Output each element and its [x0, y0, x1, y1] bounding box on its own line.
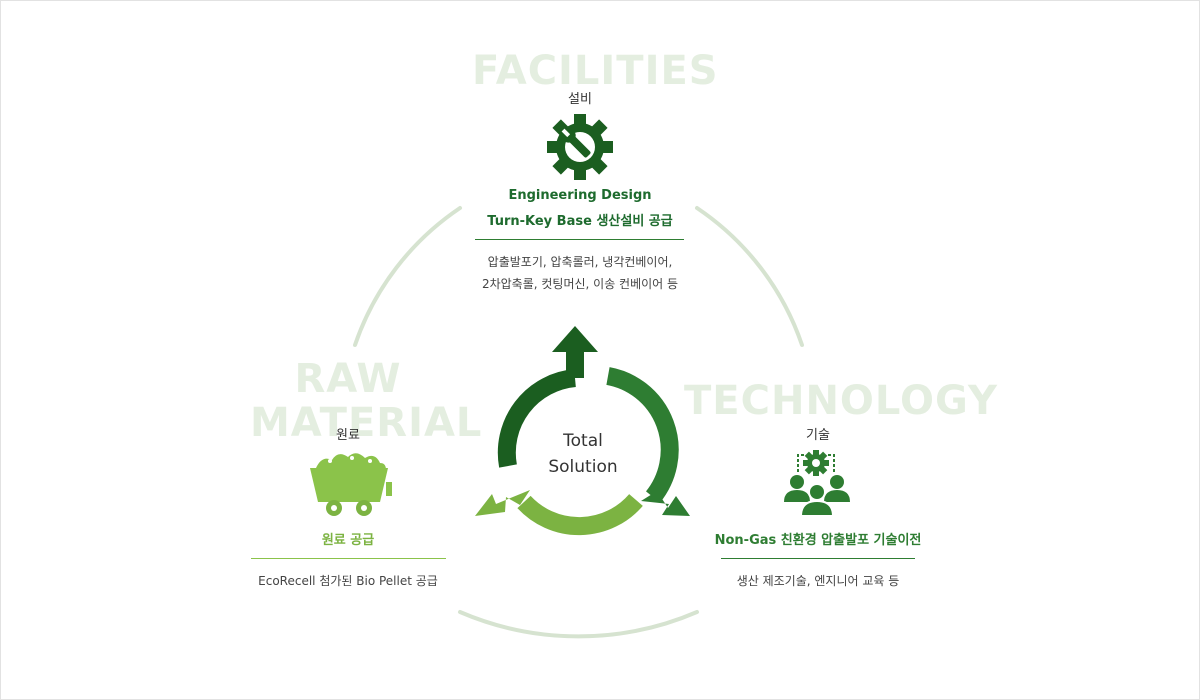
technology-title: Non-Gas 친환경 압출발포 기술이전 — [714, 533, 922, 548]
cycle-arc-dark — [497, 369, 577, 468]
center-title-line2: Solution — [548, 457, 618, 477]
facilities-desc-line2: 2차압축롤, 컷팅머신, 이송 컨베이어 등 — [481, 277, 679, 291]
cycle-arrow-right — [641, 491, 690, 516]
facilities-divider — [475, 239, 684, 240]
facilities-label: 설비 — [568, 92, 592, 107]
raw-material-desc: EcoRecell 첨가된 Bio Pellet 공급 — [258, 574, 438, 588]
outer-ring-top-left — [353, 206, 462, 347]
cycle-arc-light — [517, 493, 643, 536]
technology-desc: 생산 제조기술, 엔지니어 교육 등 — [736, 574, 900, 588]
outer-ring-top-right — [695, 206, 804, 347]
raw-watermark-line2: MATERIAL — [250, 400, 483, 446]
cycle-arc-mid — [606, 367, 679, 503]
gear-wrench-icon — [547, 114, 613, 180]
outer-ring-bottom — [458, 610, 699, 639]
facilities-desc-line1: 압출발포기, 압축롤러, 냉각컨베이어, — [487, 255, 673, 269]
technology-divider — [721, 558, 915, 559]
raw-material-label: 원료 — [336, 428, 360, 443]
facilities-watermark: FACILITIES — [472, 48, 719, 94]
cycle-arrow-up — [552, 326, 598, 378]
raw-material-title: 원료 공급 — [321, 533, 375, 548]
technology-watermark: TECHNOLOGY — [684, 378, 998, 424]
team-gear-icon — [784, 450, 850, 517]
center-title-line1: Total — [563, 431, 603, 451]
cycle-arrow-left — [475, 490, 530, 516]
technology-label: 기술 — [806, 428, 830, 443]
raw-material-divider — [251, 558, 446, 559]
raw-watermark-line1: RAW — [294, 356, 402, 402]
facilities-title-line1: Engineering Design — [508, 188, 652, 203]
facilities-title-line2: Turn-Key Base 생산설비 공급 — [487, 214, 673, 229]
mine-cart-icon — [310, 453, 392, 516]
